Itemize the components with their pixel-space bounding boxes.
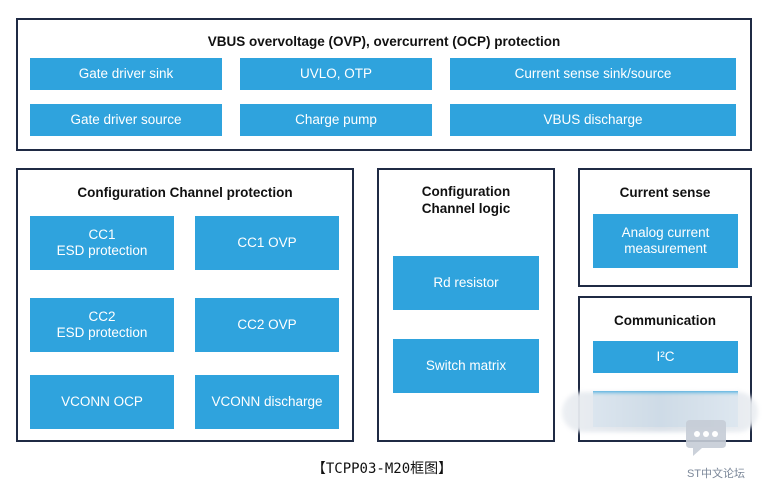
- cc-logic-title: Configuration Channel logic: [421, 184, 511, 216]
- watermark-text: ST中文论坛: [686, 468, 746, 480]
- vconn-ocp-block: VCONN OCP: [30, 375, 174, 429]
- blur-overlay: [562, 392, 758, 432]
- rd-resistor-block: Rd resistor: [393, 256, 539, 310]
- switch-matrix-block: Switch matrix: [393, 339, 539, 393]
- cc-protection-title: Configuration Channel protection: [77, 185, 293, 200]
- i2c-block: I²C: [593, 341, 738, 373]
- current-sense-title: Current sense: [619, 185, 711, 200]
- gate-driver-source-block: Gate driver source: [30, 104, 222, 136]
- analog-current-measurement-block: Analog current measurement: [593, 214, 738, 268]
- cc1-ovp-block: CC1 OVP: [195, 216, 339, 270]
- current-sense-sink-source-block: Current sense sink/source: [450, 58, 736, 90]
- gate-driver-sink-block: Gate driver sink: [30, 58, 222, 90]
- charge-pump-block: Charge pump: [240, 104, 432, 136]
- communication-title: Communication: [613, 313, 716, 328]
- vconn-discharge-block: VCONN discharge: [195, 375, 339, 429]
- figure-caption: 【TCPP03-M20框图】: [311, 461, 453, 477]
- cc2-ovp-block: CC2 OVP: [195, 298, 339, 352]
- uvlo-otp-block: UVLO, OTP: [240, 58, 432, 90]
- vbus-protection-title: VBUS overvoltage (OVP), overcurrent (OCP…: [207, 34, 561, 49]
- chat-bubble-icon: [686, 420, 726, 456]
- vbus-discharge-block: VBUS discharge: [450, 104, 736, 136]
- cc1-esd-protection-block: CC1 ESD protection: [30, 216, 174, 270]
- cc2-esd-protection-block: CC2 ESD protection: [30, 298, 174, 352]
